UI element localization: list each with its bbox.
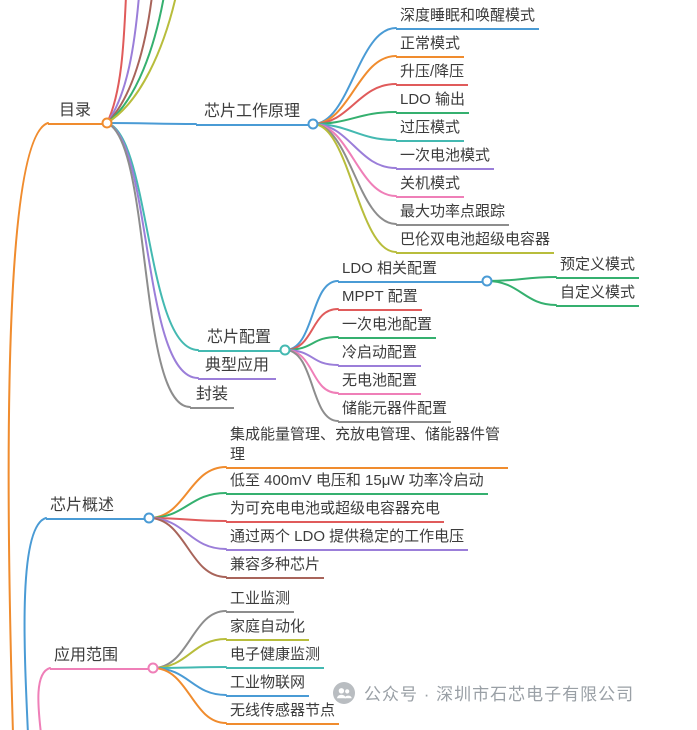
topic-integrated-energy-mgmt[interactable]: 集成能量管理、充放电管理、储能器件管理	[226, 425, 508, 469]
branch-scope-5	[152, 667, 227, 724]
branch-scope-3	[152, 666, 227, 669]
topic-overvoltage-mode[interactable]: 过压模式	[396, 118, 465, 142]
topic-application-scope[interactable]: 应用范围	[50, 645, 148, 670]
branch-toc-offscreen-3	[106, 0, 153, 124]
topic-two-ldo-stable-voltage[interactable]: 通过两个 LDO 提供稳定的工作电压	[226, 527, 469, 551]
branch-toc-offscreen-4	[106, 0, 165, 124]
topic-predefined-mode[interactable]: 预定义模式	[556, 255, 640, 279]
branch-scope-1	[152, 610, 227, 669]
topic-ldo-output[interactable]: LDO 输出	[396, 90, 470, 114]
topic-typical-apps[interactable]: 典型应用	[198, 355, 276, 380]
topic-multi-chip-compatible[interactable]: 兼容多种芯片	[226, 555, 325, 579]
topic-cold-start-config[interactable]: 冷启动配置	[338, 343, 422, 367]
branch-root-overview	[23, 517, 47, 730]
topic-storage-component-config[interactable]: 储能元器件配置	[338, 399, 452, 423]
topic-home-automation[interactable]: 家庭自动化	[226, 617, 310, 641]
branch-ldo-1	[486, 276, 557, 282]
branch-principle-7	[312, 123, 397, 197]
topic-primary-battery-config[interactable]: 一次电池配置	[338, 315, 437, 339]
topic-ehealth-monitoring[interactable]: 电子健康监测	[226, 645, 325, 669]
branch-ldo-2	[486, 280, 557, 306]
branch-root-toc	[7, 122, 49, 730]
branch-toc-offscreen-1	[106, 0, 127, 124]
watermark: 公众号 · 深圳市石芯电子有限公司	[332, 680, 634, 705]
branch-curves	[7, 0, 557, 730]
topic-chip-config[interactable]: 芯片配置	[198, 327, 280, 352]
topic-industrial-monitoring[interactable]: 工业监测	[226, 589, 295, 613]
topic-mppt-tracking[interactable]: 最大功率点跟踪	[396, 202, 510, 226]
principle-collapse-handle[interactable]	[307, 118, 319, 130]
topic-chip-principle[interactable]: 芯片工作原理	[196, 101, 308, 126]
topic-primary-battery-mode[interactable]: 一次电池模式	[396, 146, 495, 170]
branch-principle-9	[312, 123, 397, 253]
branch-principle-1	[312, 27, 397, 125]
config-collapse-handle[interactable]	[279, 344, 291, 356]
branch-toc-package	[106, 122, 191, 408]
branch-scope-4	[152, 667, 227, 696]
watermark-text: 公众号 · 深圳市石芯电子有限公司	[364, 685, 635, 704]
topic-shutdown-mode[interactable]: 关机模式	[396, 174, 465, 198]
topic-cold-start-400mv[interactable]: 低至 400mV 电压和 15μW 功率冷启动	[226, 471, 488, 495]
topic-deep-sleep-wake-mode[interactable]: 深度睡眠和唤醒模式	[396, 6, 540, 30]
branch-toc-typical	[106, 122, 199, 379]
branch-config-6	[284, 349, 339, 422]
topic-package[interactable]: 封装	[190, 384, 234, 409]
branch-toc-offscreen-2	[106, 0, 140, 124]
topic-toc[interactable]: 目录	[48, 100, 102, 125]
people-icon	[332, 681, 356, 705]
toc-collapse-handle[interactable]	[101, 117, 113, 129]
overview-collapse-handle[interactable]	[143, 512, 155, 524]
branch-scope-2	[152, 638, 227, 669]
topic-custom-mode[interactable]: 自定义模式	[556, 283, 640, 307]
topic-boost-buck[interactable]: 升压/降压	[396, 62, 469, 86]
topic-charge-battery-supercap[interactable]: 为可充电电池或超级电容器充电	[226, 499, 445, 523]
topic-ldo-related-config[interactable]: LDO 相关配置	[338, 259, 482, 283]
branch-toc-offscreen-5	[106, 0, 177, 124]
topic-batteryless-config[interactable]: 无电池配置	[338, 371, 422, 395]
topic-industrial-iot[interactable]: 工业物联网	[226, 673, 310, 697]
scope-collapse-handle[interactable]	[147, 662, 159, 674]
topic-normal-mode[interactable]: 正常模式	[396, 34, 465, 58]
branch-principle-2	[312, 55, 397, 125]
branch-toc-principle	[106, 122, 197, 125]
topic-chip-overview[interactable]: 芯片概述	[46, 495, 144, 520]
topic-mppt-config[interactable]: MPPT 配置	[338, 287, 422, 311]
ldo-collapse-handle[interactable]	[481, 275, 493, 287]
branch-overview-5	[148, 517, 227, 578]
topic-dual-battery-supercap[interactable]: 巴伦双电池超级电容器	[396, 230, 555, 254]
branch-overview-4	[148, 517, 227, 550]
branch-config-1	[284, 280, 339, 351]
branch-root-scope	[37, 667, 51, 730]
collapse-handles	[101, 117, 493, 674]
branch-overview-1	[148, 466, 227, 519]
branch-overview-2	[148, 492, 227, 519]
topic-wireless-sensor-node[interactable]: 无线传感器节点	[226, 701, 340, 725]
